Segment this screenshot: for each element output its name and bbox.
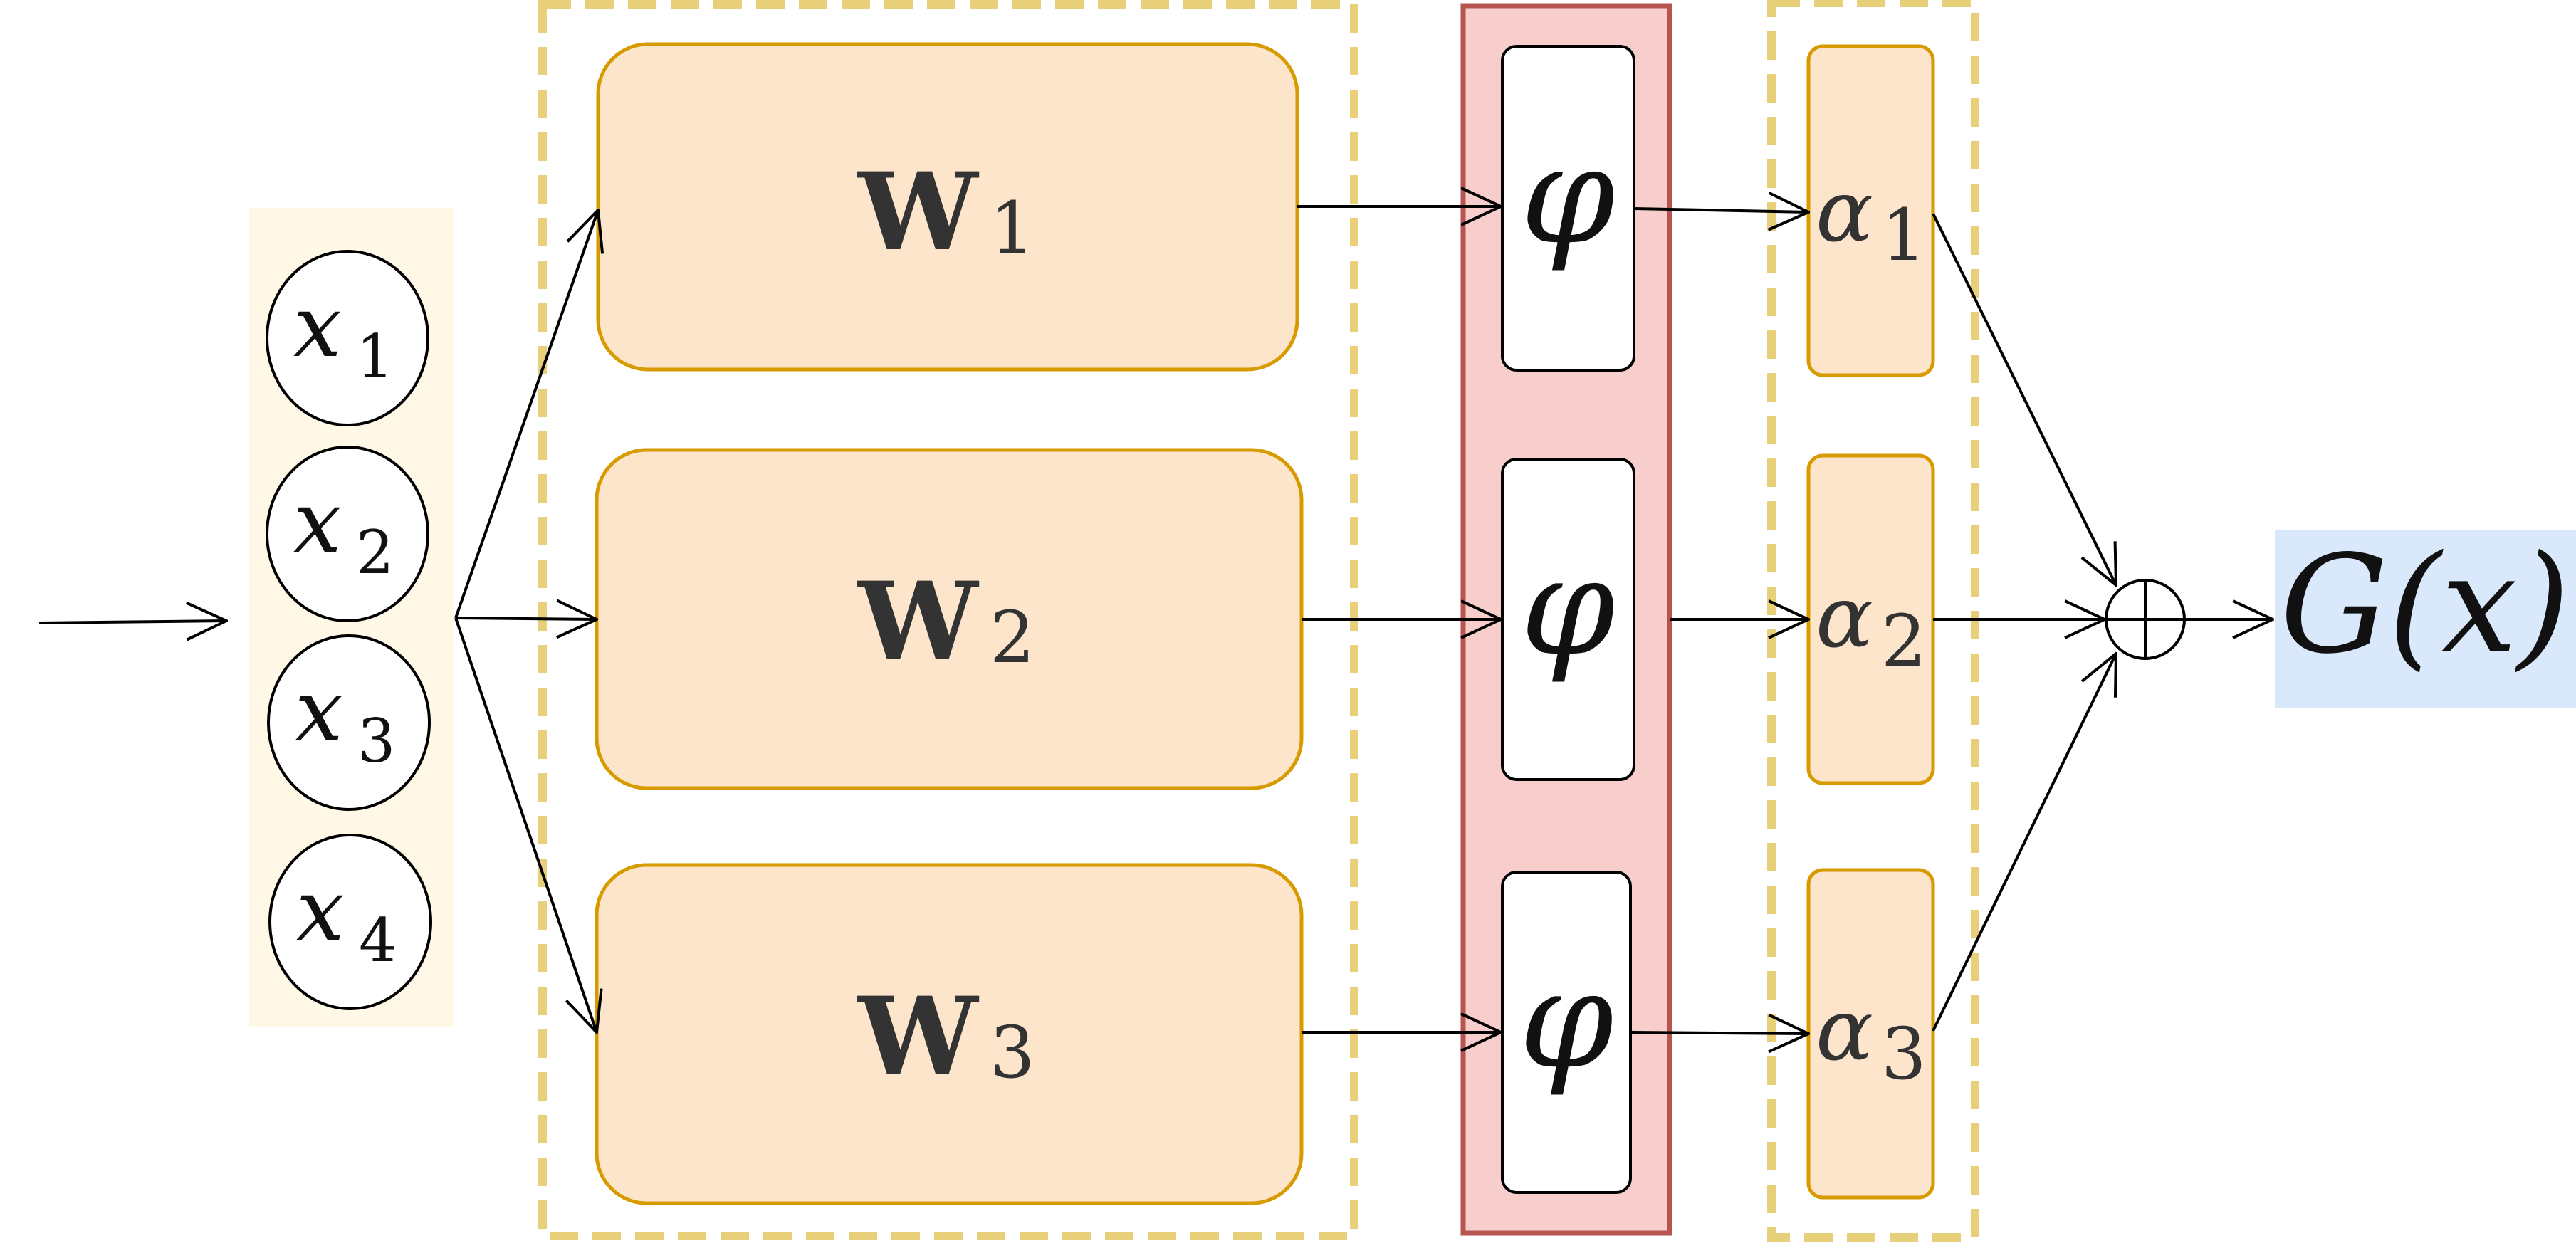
input-node-3: x 3	[267, 634, 431, 811]
weight-index: 1	[990, 187, 1035, 270]
alpha-symbol: α	[1816, 162, 1873, 261]
weight-symbol: W	[857, 559, 980, 684]
weight-block-1: W 1	[596, 42, 1299, 372]
weight-index: 2	[990, 596, 1035, 679]
edge-split-w3	[454, 617, 597, 1032]
sum-node	[2105, 579, 2186, 660]
alpha-symbol: α	[1816, 981, 1873, 1080]
output-label: G(x)	[2280, 526, 2570, 683]
alpha-block-3: α 3	[1806, 868, 1935, 1200]
phi-symbol: φ	[1520, 117, 1615, 274]
phi-symbol: φ	[1519, 941, 1613, 1098]
weight-symbol: W	[857, 150, 980, 275]
output-box: G(x)	[2275, 526, 2576, 708]
alpha-block-2: α 2	[1806, 453, 1935, 785]
input-index: 4	[359, 906, 397, 975]
input-symbol: x	[293, 473, 342, 572]
phi-symbol: φ	[1520, 528, 1615, 686]
input-node-1: x 1	[266, 250, 429, 426]
activation-box-3: φ	[1501, 871, 1632, 1194]
edge-input-in	[38, 621, 226, 623]
alpha-index: 1	[1881, 194, 1927, 277]
input-node-4: x 4	[268, 834, 432, 1010]
edge-phi1-alpha1	[1633, 209, 1808, 212]
alpha-symbol: α	[1816, 568, 1873, 667]
input-symbol: x	[293, 278, 342, 377]
edge-alpha3-sum	[1932, 654, 2116, 1032]
alpha-index: 2	[1881, 599, 1927, 683]
activation-box-2: φ	[1501, 458, 1635, 781]
edge-split-w1	[454, 210, 598, 619]
input-symbol: x	[295, 662, 343, 761]
input-symbol: x	[296, 861, 345, 960]
alpha-index: 3	[1881, 1012, 1927, 1096]
edge-split-w2	[455, 618, 597, 619]
input-index: 3	[357, 706, 395, 776]
edge-phi3-alpha3	[1630, 1032, 1808, 1034]
edges	[38, 206, 2273, 1034]
input-index: 2	[356, 518, 394, 587]
weight-block-3: W 3	[595, 863, 1304, 1205]
input-node-2: x 2	[266, 446, 429, 622]
alpha-block-1: α 1	[1806, 44, 1935, 377]
weight-index: 3	[990, 1011, 1035, 1094]
activation-box-1: φ	[1501, 45, 1635, 372]
weight-block-2: W 2	[595, 448, 1304, 790]
input-index: 1	[356, 322, 394, 392]
weight-symbol: W	[857, 974, 980, 1099]
edge-alpha1-sum	[1932, 213, 2116, 585]
